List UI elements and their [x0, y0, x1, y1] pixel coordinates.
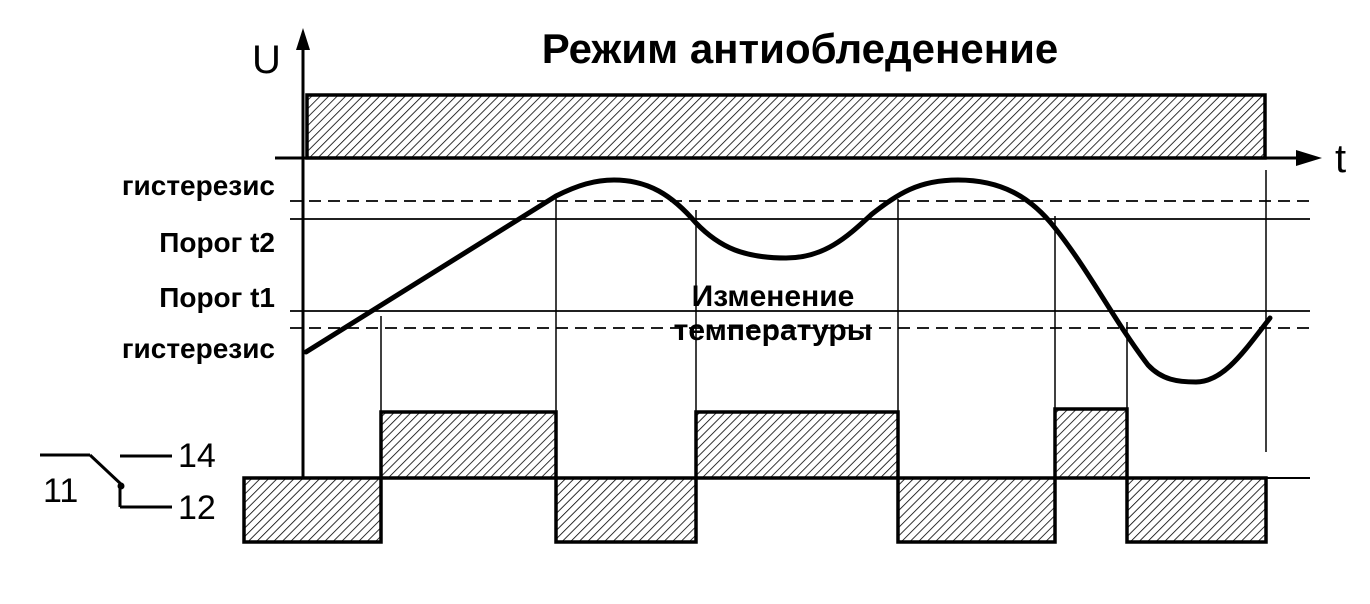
- threshold-t2-label: Порог t2: [159, 227, 275, 258]
- hysteresis-upper-label: гистерезис: [122, 170, 275, 201]
- x-axis-label: t: [1335, 137, 1346, 181]
- no-pulse: [1053, 407, 1129, 480]
- diagram-title: Режим антиобледенение: [542, 25, 1059, 72]
- nc-pulse: [242, 476, 383, 544]
- temperature-curve: [303, 177, 1273, 385]
- nc-pulse: [896, 476, 1057, 544]
- contact-state-waveform: [242, 407, 1268, 544]
- relay-contact-symbol: [40, 453, 172, 509]
- no-pulse: [694, 410, 900, 480]
- y-axis-label: U: [252, 38, 281, 82]
- terminal-14-label: 14: [178, 437, 216, 475]
- curve-caption-line2: температуры: [674, 314, 873, 347]
- nc-pulse: [1125, 476, 1268, 544]
- hysteresis-lower-label: гистерезис: [122, 333, 275, 364]
- nc-pulse: [554, 476, 698, 544]
- supply-voltage-bar: [305, 93, 1267, 160]
- curve-caption-line1: Изменение: [692, 280, 855, 313]
- no-pulse: [379, 410, 558, 480]
- y-axis: [296, 28, 310, 480]
- threshold-t1-label: Порог t1: [159, 282, 275, 313]
- terminal-12-label: 12: [178, 489, 216, 527]
- terminal-11-label: 11: [43, 472, 78, 510]
- contact-pivot: [117, 482, 125, 490]
